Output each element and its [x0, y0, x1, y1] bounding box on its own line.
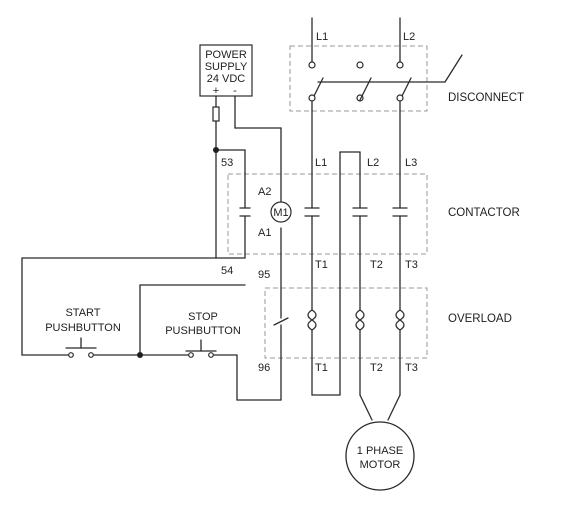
power-supply-label-2: SUPPLY: [205, 61, 248, 73]
power-supply-plus: +: [213, 85, 219, 97]
stop-label-1: STOP: [188, 311, 218, 323]
label-l3: L3: [405, 157, 417, 169]
label-l1: L1: [315, 157, 327, 169]
label-disconnect: DISCONNECT: [448, 92, 524, 104]
terminal-53: 53: [221, 157, 233, 169]
power-supply-label-3: 24 VDC: [207, 73, 246, 85]
label-t1-bottom: T1: [315, 362, 328, 374]
label-l2-top: L2: [403, 31, 415, 43]
terminal-95: 95: [258, 269, 270, 281]
label-t2-bottom: T2: [370, 362, 383, 374]
coil-label: M1: [273, 207, 288, 219]
label-contactor: CONTACTOR: [448, 207, 520, 219]
control-wiring: [21, 95, 292, 401]
power-supply-minus: -: [233, 85, 237, 97]
fuse: [212, 106, 220, 122]
motor: [345, 421, 415, 491]
junction-dot-1: [213, 147, 219, 153]
power-supply-label-1: POWER: [205, 49, 247, 61]
contactor-box: [227, 173, 428, 255]
power-supply-box: [199, 44, 253, 97]
terminal-a1: A1: [258, 227, 271, 239]
label-l1-top: L1: [316, 31, 328, 43]
terminal-a2: A2: [258, 186, 271, 198]
label-l2: L2: [367, 157, 379, 169]
stop-label-2: PUSHBUTTON: [165, 325, 241, 337]
label-t2: T2: [370, 259, 383, 271]
motor-label-2: MOTOR: [360, 459, 401, 471]
overload-box: [264, 287, 428, 359]
label-t1: T1: [315, 259, 328, 271]
power-wiring: [304, 17, 463, 421]
start-label-2: PUSHBUTTON: [45, 322, 121, 334]
label-overload: OVERLOAD: [448, 313, 512, 325]
motor-label-1: 1 PHASE: [357, 445, 403, 457]
label-t3-bottom: T3: [405, 362, 418, 374]
label-t3: T3: [405, 259, 418, 271]
disconnect-box: [289, 45, 428, 112]
terminal-54: 54: [221, 265, 233, 277]
junction-dot-2: [137, 352, 143, 358]
terminal-96: 96: [258, 362, 270, 374]
start-label-1: START: [65, 307, 100, 319]
